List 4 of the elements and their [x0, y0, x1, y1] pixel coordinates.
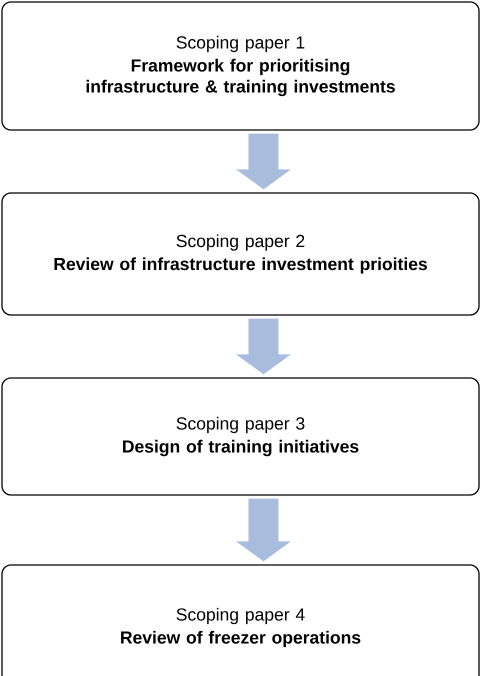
process-box: Scoping paper 4 Review of freezer operations — [1, 564, 480, 676]
process-box: Scoping paper 1 Framework for prioritising infrastructure & training investments — [1, 1, 480, 131]
process-box: Scoping paper 3 Design of training initiatives — [1, 377, 480, 496]
process-box: Scoping paper 2 Review of infrastructure investment prioities — [1, 192, 480, 316]
